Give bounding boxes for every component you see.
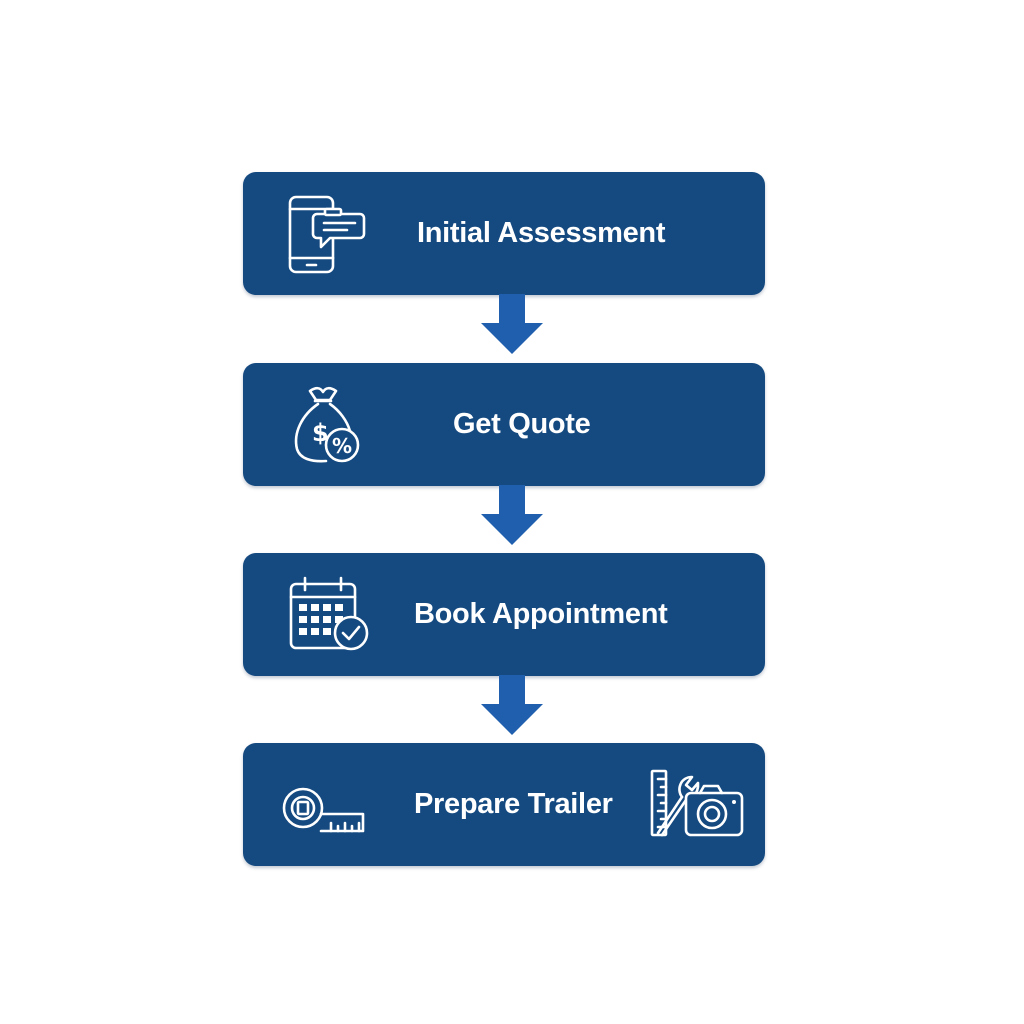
phone-chat-icon bbox=[287, 194, 367, 274]
down-arrow-icon bbox=[480, 675, 544, 735]
step-prepare-trailer: Prepare Trailer bbox=[243, 743, 765, 866]
step-label: Get Quote bbox=[453, 408, 591, 440]
step-label: Initial Assessment bbox=[417, 217, 666, 249]
step-label: Book Appointment bbox=[414, 598, 668, 630]
ruler-wrench-camera-icon bbox=[648, 767, 746, 839]
step-label: Prepare Trailer bbox=[414, 788, 613, 820]
money-bag-percent-icon: $ % bbox=[292, 385, 364, 465]
step-initial-assessment: Initial Assessment bbox=[243, 172, 765, 295]
down-arrow-icon bbox=[480, 485, 544, 545]
down-arrow-icon bbox=[480, 294, 544, 354]
calendar-check-icon bbox=[288, 575, 374, 655]
svg-text:$: $ bbox=[312, 419, 329, 447]
svg-text:%: % bbox=[332, 434, 352, 458]
step-book-appointment: Book Appointment bbox=[243, 553, 765, 676]
step-get-quote: $ % Get Quote bbox=[243, 363, 765, 486]
tape-measure-icon bbox=[281, 783, 367, 833]
